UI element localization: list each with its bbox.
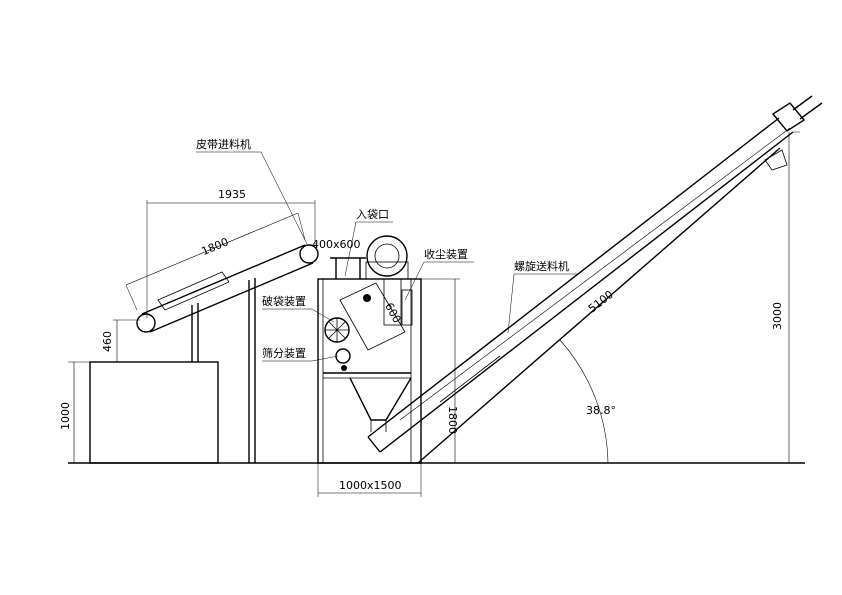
label-bag-breaker: 破袋装置 — [262, 294, 306, 308]
label-screening: 筛分装置 — [262, 346, 306, 360]
dim-1800-belt: 1800 — [200, 235, 231, 258]
label-screw-conveyor: 螺旋送料机 — [514, 259, 569, 273]
label-belt-conveyor: 皮带进料机 — [196, 137, 251, 151]
feed-platform — [89, 278, 256, 464]
dim-5100: 5100 — [586, 288, 616, 315]
screw-conveyor — [367, 95, 823, 464]
dim-1800-vertical: 1800 — [446, 406, 459, 434]
dim-3000: 3000 — [771, 302, 784, 330]
belt-conveyor — [136, 244, 319, 333]
dim-1000x1500: 1000x1500 — [339, 479, 402, 492]
dim-angle: 38.8° — [586, 404, 616, 417]
dim-400x600: 400x600 — [312, 238, 361, 251]
dim-1000: 1000 — [59, 402, 72, 430]
dim-460: 460 — [101, 331, 114, 352]
dim-600: 600 — [382, 301, 403, 326]
label-dust-collector: 收尘装置 — [424, 247, 468, 261]
main-unit — [317, 235, 422, 464]
dim-1935: 1935 — [218, 188, 246, 201]
label-bag-inlet: 入袋口 — [356, 207, 389, 221]
